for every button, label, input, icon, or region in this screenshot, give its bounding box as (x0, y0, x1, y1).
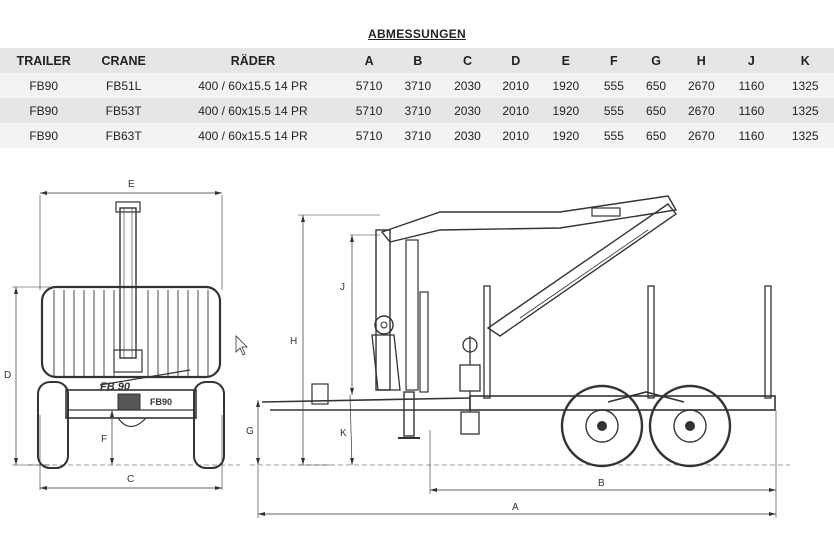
table-title: ABMESSUNGEN (368, 27, 466, 41)
col-header-d: D (511, 53, 521, 68)
table-cell: 400 / 60x15.5 14 PR (198, 103, 308, 118)
col-header-g: G (651, 53, 661, 68)
col-header-a: A (364, 53, 374, 68)
table-cell: 3710 (404, 78, 432, 93)
front-view (12, 191, 240, 490)
table-cell: FB63T (105, 128, 142, 143)
table-cell: 650 (646, 128, 667, 143)
table-row: FB90 FB53T 400 / 60x15.5 14 PR 5710 3710… (0, 98, 834, 123)
col-header-b: B (413, 53, 423, 68)
dim-label-f: F (101, 434, 107, 445)
col-header-trailer: TRAILER (16, 53, 71, 68)
table-cell: 1160 (738, 78, 765, 93)
side-view (250, 195, 790, 518)
table-cell: 5710 (355, 78, 383, 93)
table-cell: FB90 (29, 78, 58, 93)
table-cell: 400 / 60x15.5 14 PR (198, 128, 308, 143)
dim-label-j: J (340, 282, 345, 293)
table-header-row: TRAILER CRANE RÄDER A B C D E F G H J K (0, 48, 834, 73)
table-cell: 555 (603, 103, 624, 118)
table-cell: 555 (603, 78, 624, 93)
table-cell: FB53T (105, 103, 142, 118)
table-cell: FB51L (106, 78, 142, 93)
col-header-e: E (561, 53, 571, 68)
table-cell: FB90 (29, 128, 58, 143)
col-header-j: J (747, 53, 755, 68)
table-cell: 3710 (404, 103, 432, 118)
table-cell: 650 (646, 78, 667, 93)
table-cell: 2010 (502, 103, 530, 118)
table-cell: 1920 (552, 103, 580, 118)
dim-label-k: K (340, 428, 347, 439)
table-cell: 2010 (502, 78, 530, 93)
table-cell: 2670 (687, 128, 715, 143)
trailer-dimension-drawing: E C D F FB 90 FB90 (4, 179, 790, 518)
table-cell: 1160 (738, 103, 765, 118)
table-cell: 2030 (454, 103, 481, 118)
table-cell: 555 (603, 128, 624, 143)
col-header-h: H (696, 53, 706, 68)
table-cell: 1325 (791, 128, 819, 143)
table-cell: 5710 (355, 103, 383, 118)
table-cell: 650 (646, 103, 667, 118)
table-cell: 2030 (454, 128, 481, 143)
table-row: FB90 FB51L 400 / 60x15.5 14 PR 5710 3710… (0, 73, 834, 98)
dimensions-table: TRAILER CRANE RÄDER A B C D E F G H J K … (0, 48, 834, 148)
dim-label-a: A (512, 502, 519, 513)
table-cell: 1325 (791, 103, 819, 118)
dim-label-h: H (290, 336, 297, 347)
table-cell: 2670 (687, 78, 715, 93)
col-header-raeder: RÄDER (230, 53, 276, 68)
dim-label-d: D (4, 370, 11, 381)
table-cell: 400 / 60x15.5 14 PR (198, 78, 308, 93)
cursor-arrow-icon (235, 335, 248, 356)
col-header-crane: CRANE (101, 53, 146, 68)
table-cell: 1920 (552, 128, 580, 143)
axle-label: FB90 (150, 397, 172, 407)
table-cell: 3710 (404, 128, 432, 143)
table-cell: 1325 (791, 78, 819, 93)
model-badge: FB 90 (100, 381, 131, 393)
table-cell: 2030 (454, 78, 481, 93)
col-header-f: F (610, 53, 618, 68)
dim-label-c: C (127, 474, 134, 485)
table-row: FB90 FB63T 400 / 60x15.5 14 PR 5710 3710… (0, 123, 834, 148)
col-header-c: C (462, 53, 472, 68)
table-cell: 2010 (502, 128, 530, 143)
table-cell: 5710 (355, 128, 383, 143)
table-cell: 2670 (687, 103, 715, 118)
table-cell: FB90 (29, 103, 58, 118)
dim-label-b: B (598, 478, 605, 489)
dim-label-g: G (246, 426, 254, 437)
dim-label-e: E (128, 179, 135, 190)
table-cell: 1160 (738, 128, 765, 143)
col-header-k: K (800, 53, 810, 68)
table-cell: 1920 (552, 78, 580, 93)
